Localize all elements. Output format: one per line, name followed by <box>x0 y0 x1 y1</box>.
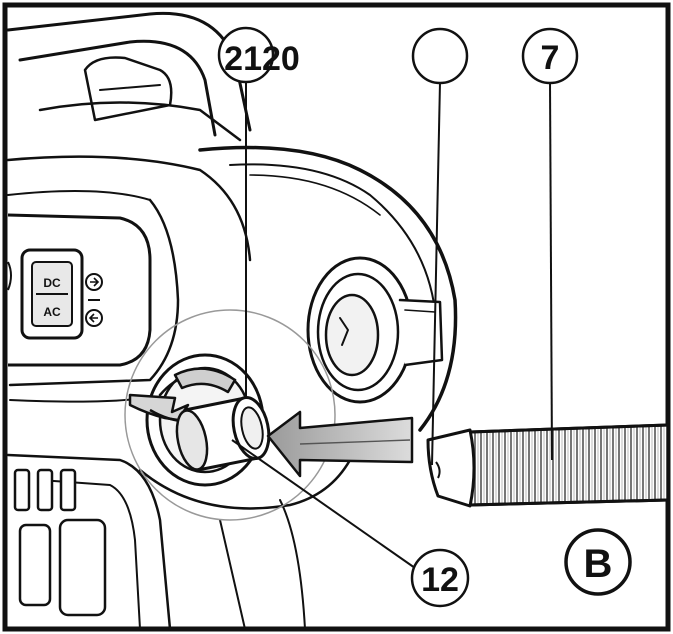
callout-7: 7 <box>521 27 579 85</box>
vent-slots <box>13 468 107 617</box>
callout-12: 12 <box>410 548 470 608</box>
flexible-hose <box>426 423 670 508</box>
deflate-port <box>306 256 444 404</box>
leader-lines <box>231 81 553 569</box>
leader-12 <box>231 439 416 569</box>
twist-arrow-icon <box>128 367 237 423</box>
switch-label-dc: DC <box>43 276 61 290</box>
hose-adapter <box>175 395 271 472</box>
callout-12-label: 12 <box>421 561 459 599</box>
callout-blank <box>411 27 469 85</box>
leader-blank <box>431 81 441 466</box>
callout-2120: 2120 <box>217 26 300 84</box>
panel-letter-label: B <box>584 542 613 586</box>
callout-7-label: 7 <box>541 39 560 77</box>
panel-letter-badge: B <box>564 528 632 596</box>
control-panel: DC AC <box>7 213 152 367</box>
callout-2120-label: 2120 <box>224 40 300 78</box>
switch-label-ac: AC <box>43 305 61 319</box>
insert-direction-arrow-icon <box>266 410 414 478</box>
leader-7 <box>549 81 553 461</box>
